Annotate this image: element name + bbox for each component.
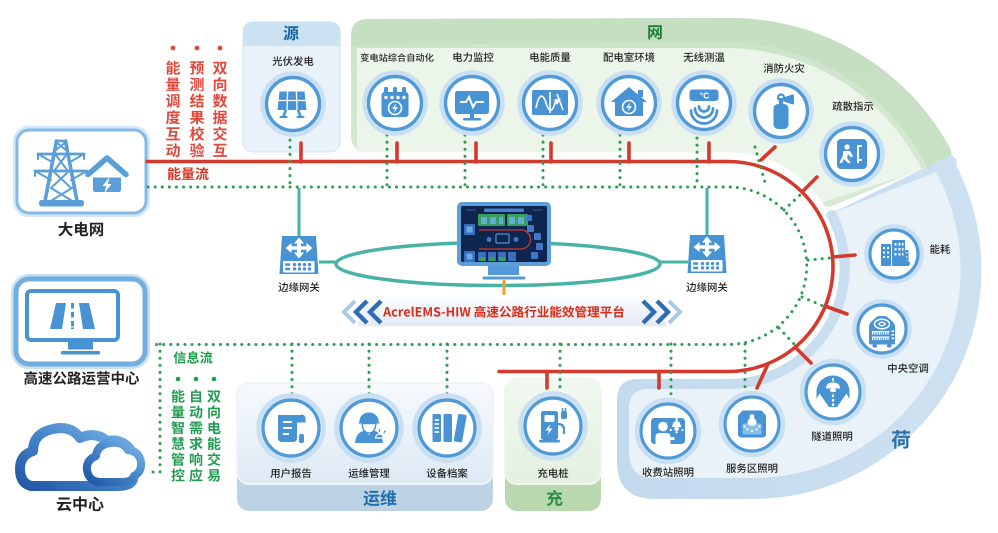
svg-text:°C: °C [700, 91, 710, 101]
